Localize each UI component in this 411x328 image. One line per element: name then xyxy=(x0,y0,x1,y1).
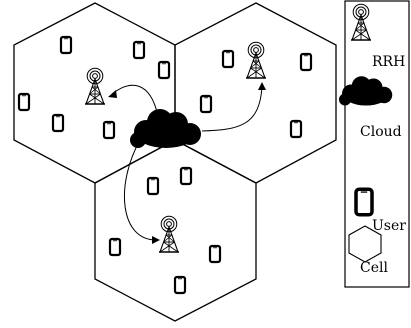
link-cloud-rrh-right xyxy=(201,85,263,132)
user-icon xyxy=(289,119,303,139)
rrh-icon xyxy=(158,215,180,253)
user-icon xyxy=(179,166,193,186)
cloud-icon xyxy=(130,109,201,148)
legend-box xyxy=(344,0,410,288)
legend-label-rrh: RRH xyxy=(372,54,405,70)
cell-icon xyxy=(348,225,382,263)
user-icon xyxy=(59,35,73,55)
user-icon xyxy=(17,92,31,112)
cell-top-left xyxy=(13,2,176,184)
rrh-icon xyxy=(84,67,106,105)
user-icon xyxy=(102,120,116,140)
user-icon xyxy=(157,60,171,80)
user-icon xyxy=(221,49,235,69)
rrh-icon xyxy=(350,3,372,41)
cell-bottom xyxy=(94,139,257,322)
user-icon xyxy=(146,176,160,196)
user-icon xyxy=(299,52,313,72)
user-icon xyxy=(132,40,146,60)
user-icon xyxy=(173,275,187,295)
legend-label-cloud: Cloud xyxy=(360,124,402,140)
rrh-icon xyxy=(245,41,267,79)
legend-label-user: User xyxy=(372,218,406,234)
links xyxy=(108,82,266,244)
legend: RRH Cloud User Cell xyxy=(339,0,410,288)
user-icon xyxy=(199,94,213,114)
link-cloud-rrh-left xyxy=(111,84,159,117)
user-icon xyxy=(354,187,374,217)
user-icon xyxy=(208,244,222,264)
arrowhead-right xyxy=(258,82,266,90)
arrowhead-left xyxy=(108,90,117,98)
user-icon xyxy=(108,237,122,257)
arrowhead-bottom xyxy=(152,236,160,244)
user-icon xyxy=(51,113,65,133)
link-cloud-rrh-bottom xyxy=(123,139,157,241)
cell-top-right xyxy=(174,2,337,184)
cells xyxy=(13,2,337,322)
cloud-icon xyxy=(339,76,393,106)
legend-label-cell: Cell xyxy=(360,260,388,276)
